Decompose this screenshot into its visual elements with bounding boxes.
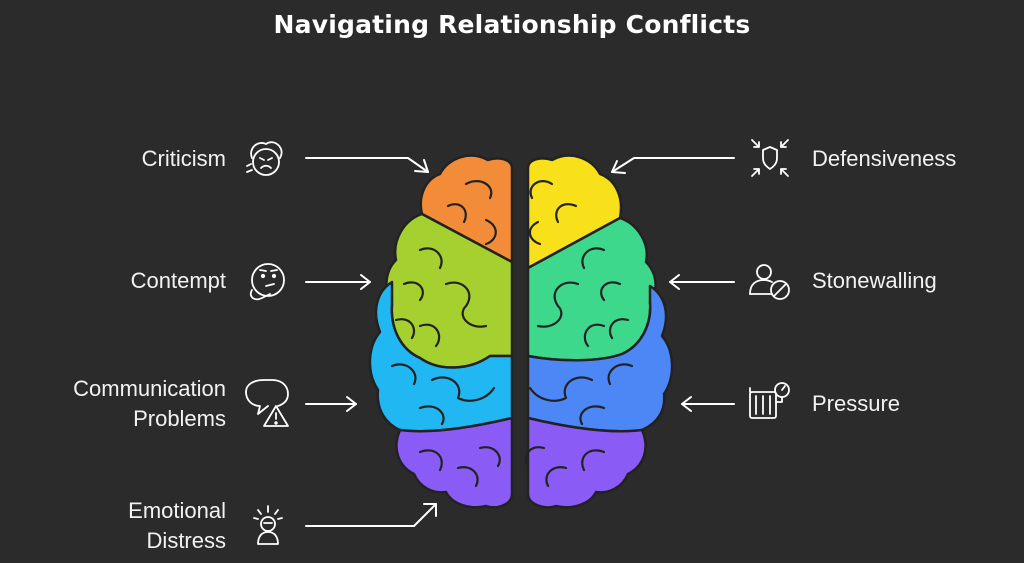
page-title: Navigating Relationship Conflicts — [273, 10, 751, 39]
arrow-communication — [305, 396, 357, 412]
arrow-stonewalling — [669, 274, 735, 290]
label-contempt: Contempt — [130, 268, 226, 293]
label-criticism: Criticism — [141, 146, 226, 171]
label-line: Problems — [133, 406, 226, 431]
arrow-contempt — [305, 274, 371, 290]
brain — [368, 154, 674, 509]
distressed-person-icon — [253, 505, 283, 545]
label-line: Communication — [73, 376, 226, 401]
pressure-gauge-icon — [749, 382, 790, 419]
thinking-face-icon — [249, 263, 285, 301]
arrow-criticism — [305, 157, 429, 173]
label-communication-problems: Communication Problems — [20, 374, 226, 434]
label-stonewalling: Stonewalling — [812, 268, 937, 293]
arrow-defensiveness — [611, 157, 735, 174]
label-defensiveness: Defensiveness — [812, 146, 957, 171]
criticism-face-icon — [246, 141, 283, 176]
label-pressure: Pressure — [812, 391, 901, 416]
brain-left-orange — [419, 154, 514, 264]
label-line: Distress — [146, 528, 226, 553]
shield-arrows-icon — [751, 139, 789, 177]
arrow-pressure — [681, 396, 735, 412]
chat-warning-icon — [245, 379, 289, 427]
person-blocked-icon — [749, 264, 790, 300]
label-line: Emotional — [128, 498, 226, 523]
label-emotional-distress: Emotional Distress — [20, 496, 226, 556]
brain-right-purple — [526, 416, 647, 509]
arrows — [305, 157, 735, 527]
arrow-emotional — [305, 503, 437, 527]
brain-left-purple — [395, 416, 514, 509]
